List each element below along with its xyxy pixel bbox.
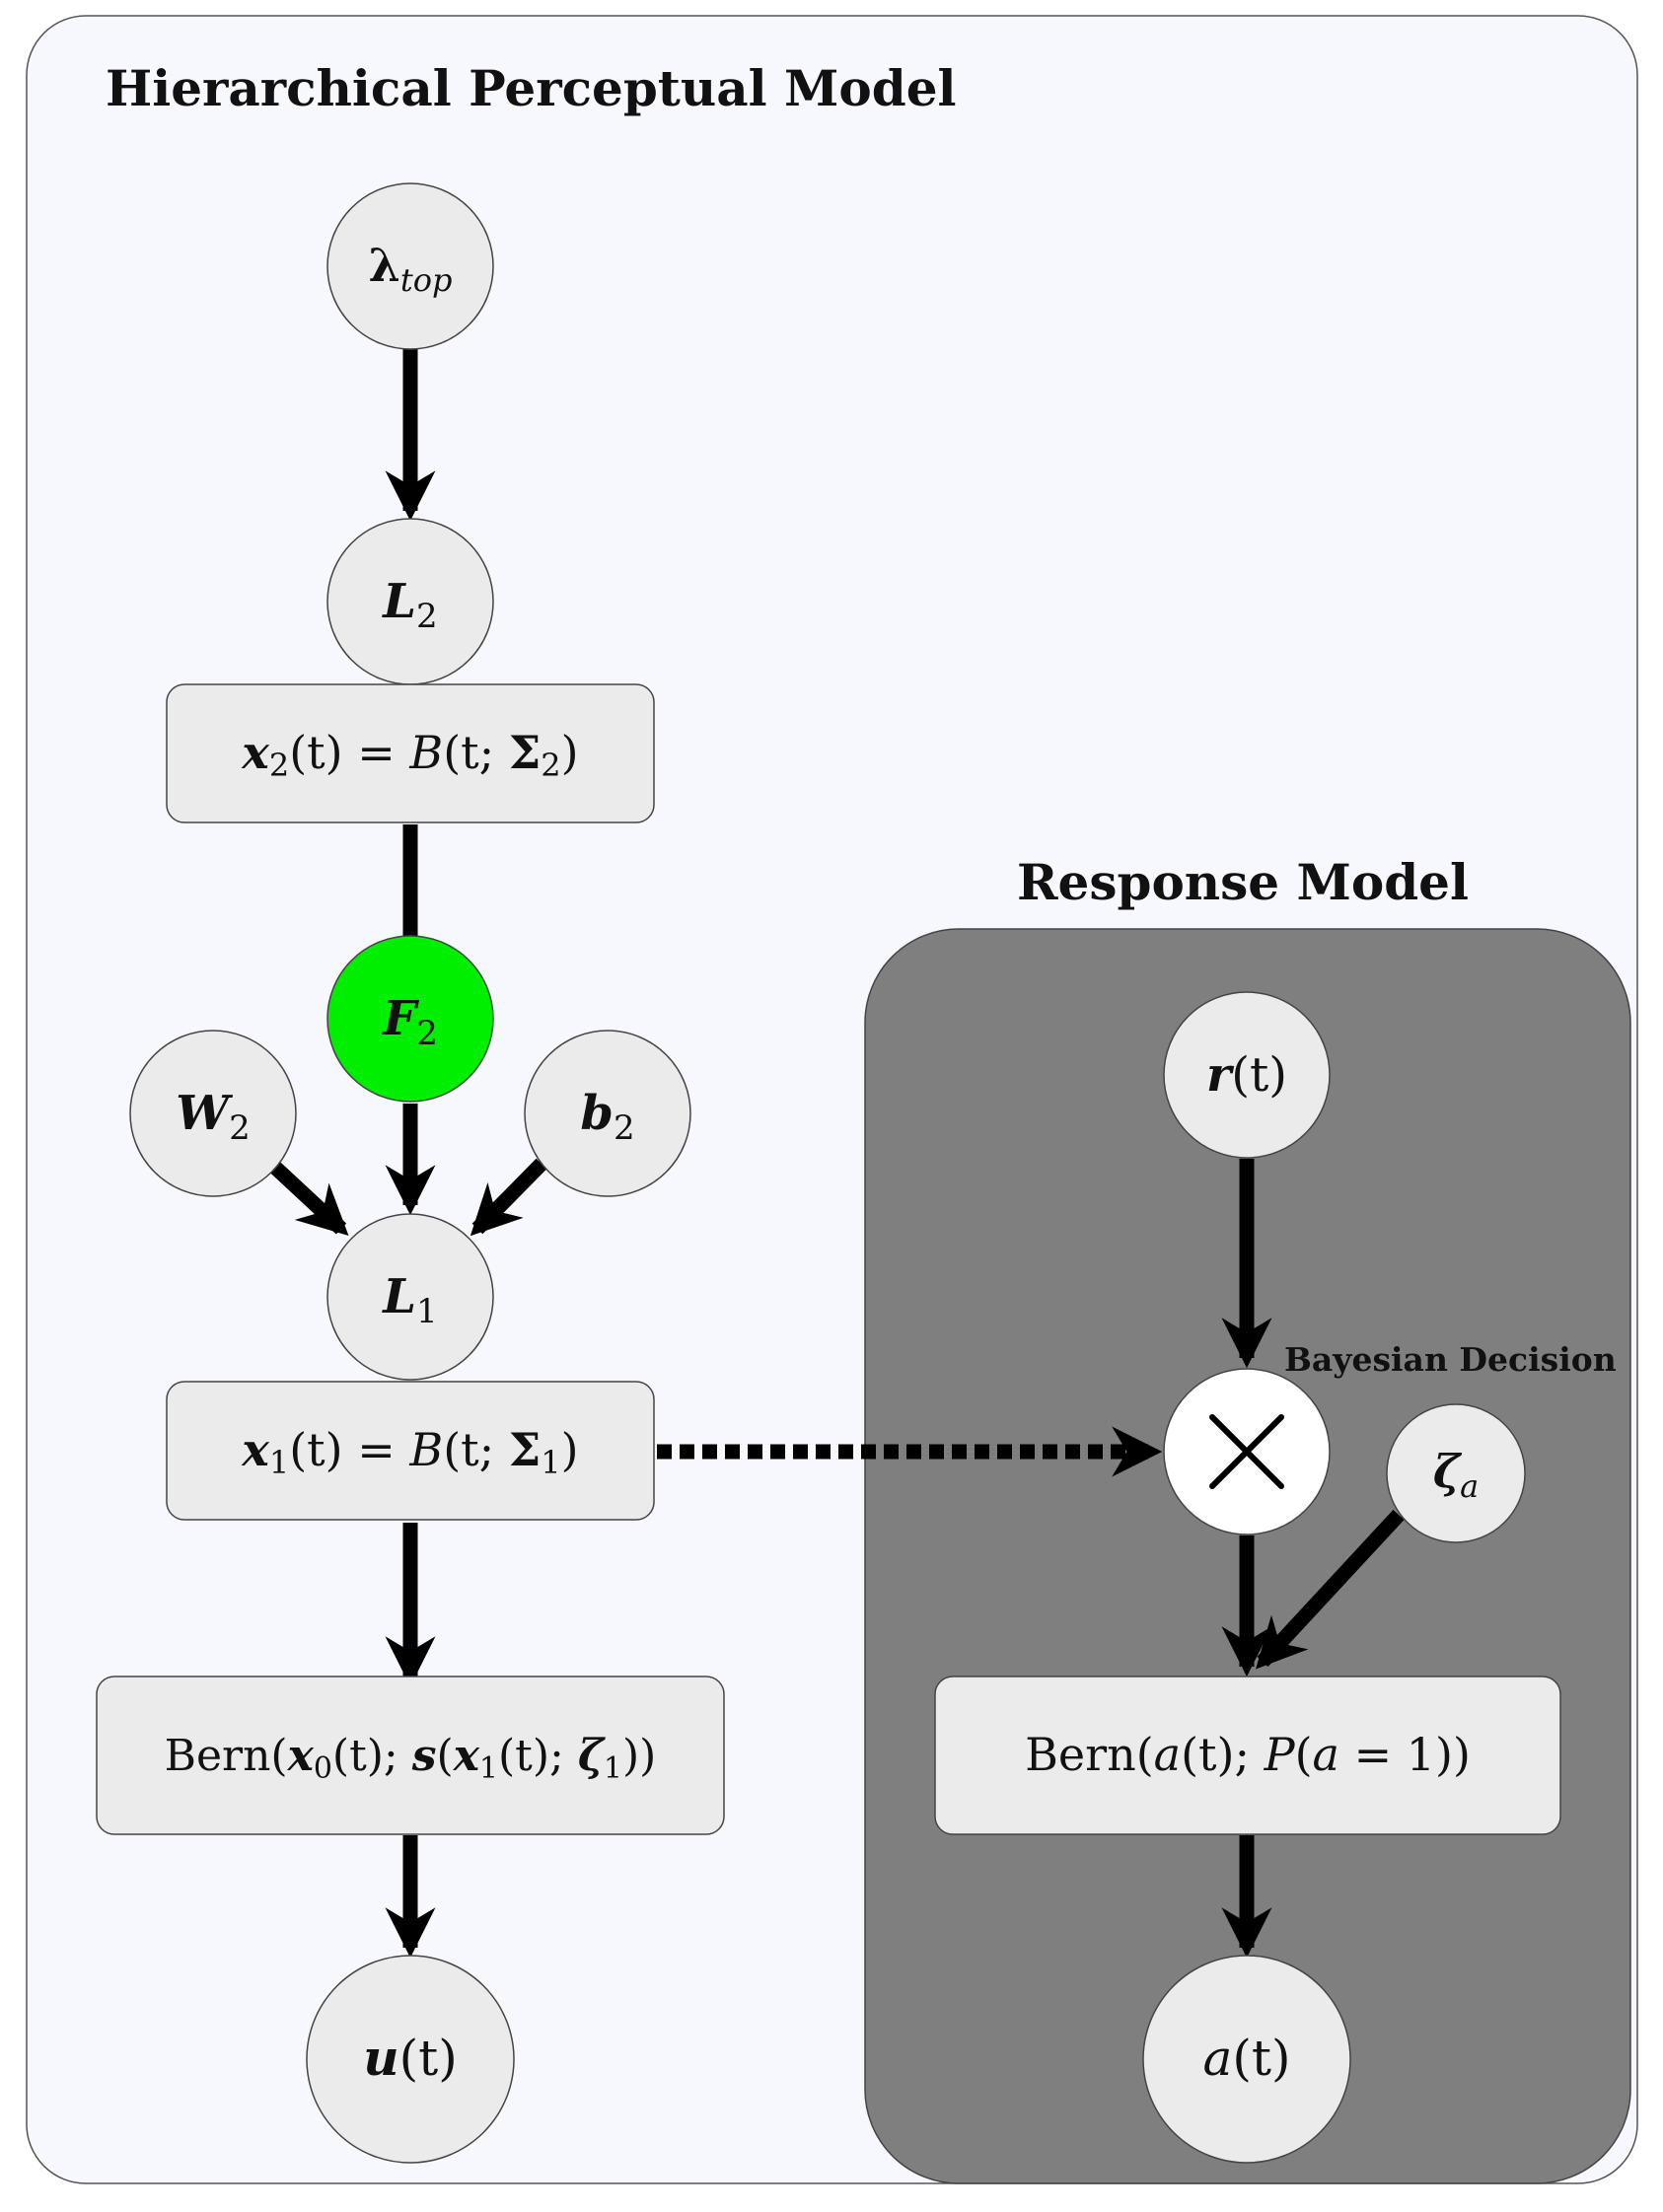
box-bern-observation: Bern(x0(t); s(x1(t); ζ1)) [96,1676,725,1835]
box-x2-equation: x2(t) = B(t; Σ2) [166,683,655,823]
perceptual-model-title: Hierarchical Perceptual Model [106,59,957,117]
u-symbol: u [363,2029,398,2087]
svg-text:b2: b2 [580,1086,634,1148]
b2-symbol: b [580,1086,614,1141]
svg-text:Bern(a(t); P(a = 1)): Bern(a(t); P(a = 1)) [1025,1728,1471,1781]
node-lambda-top: λtop [326,182,494,350]
response-model-title: Response Model [1017,853,1469,911]
a-symbol: a [1203,2030,1233,2087]
svg-text:u(t): u(t) [363,2029,457,2087]
svg-text:Bern(x0(t); s(x1(t); ζ1)): Bern(x0(t); s(x1(t); ζ1)) [165,1731,657,1786]
node-a-t: a(t) [1142,1955,1351,2164]
svg-text:λtop: λtop [369,239,453,299]
L1-symbol: L [381,1269,416,1324]
r-argument: (t) [1231,1047,1287,1103]
edge-zeta-to-bern-resp [1256,1509,1405,1670]
W2-subscript: 2 [229,1108,251,1148]
node-zeta-a: ζa [1386,1403,1526,1543]
a-argument: (t) [1232,2030,1290,2087]
svg-text:x1(t) = B(t; Σ1): x1(t) = B(t; Σ1) [241,1423,578,1481]
u-argument: (t) [399,2030,458,2087]
svg-text:ζa: ζa [1433,1445,1479,1505]
svg-text:x2(t) = B(t; Σ2): x2(t) = B(t; Σ2) [241,726,578,784]
lambda-symbol: λ [369,239,400,292]
r-symbol: r [1206,1047,1235,1103]
edge-b2-to-L1 [470,1158,547,1237]
box-bern-response: Bern(a(t); P(a = 1)) [934,1676,1561,1835]
box-x1-equation: x1(t) = B(t; Σ1) [166,1381,655,1521]
lambda-subscript: top [400,261,453,299]
node-r-t: r(t) [1163,991,1331,1159]
L2-subscript: 2 [416,597,438,636]
multiply-icon [1209,1414,1284,1489]
node-u-t: u(t) [306,1955,515,2164]
svg-text:r(t): r(t) [1206,1047,1287,1103]
svg-text:W2: W2 [176,1086,251,1148]
svg-text:a(t): a(t) [1203,2030,1291,2087]
edge-W2-to-L1 [265,1158,349,1236]
node-W2: W2 [129,1030,297,1197]
node-L1: L1 [326,1213,494,1381]
node-bayesian-decision [1163,1368,1331,1535]
W2-symbol: W [176,1086,233,1141]
zeta-subscript: a [1460,1467,1479,1505]
F2-subscript: 2 [416,1014,438,1053]
node-F2: F2 [326,935,494,1103]
node-b2: b2 [524,1030,691,1197]
svg-text:L1: L1 [381,1269,437,1331]
L1-subscript: 1 [416,1292,438,1331]
b2-subscript: 2 [614,1108,635,1148]
bayesian-decision-label: Bayesian Decision [1284,1340,1617,1379]
F2-symbol: F [381,991,419,1046]
svg-text:L2: L2 [381,574,437,636]
L2-symbol: L [381,574,416,629]
node-L2: L2 [326,518,494,685]
zeta-symbol: ζ [1433,1445,1463,1498]
svg-text:F2: F2 [381,991,438,1053]
